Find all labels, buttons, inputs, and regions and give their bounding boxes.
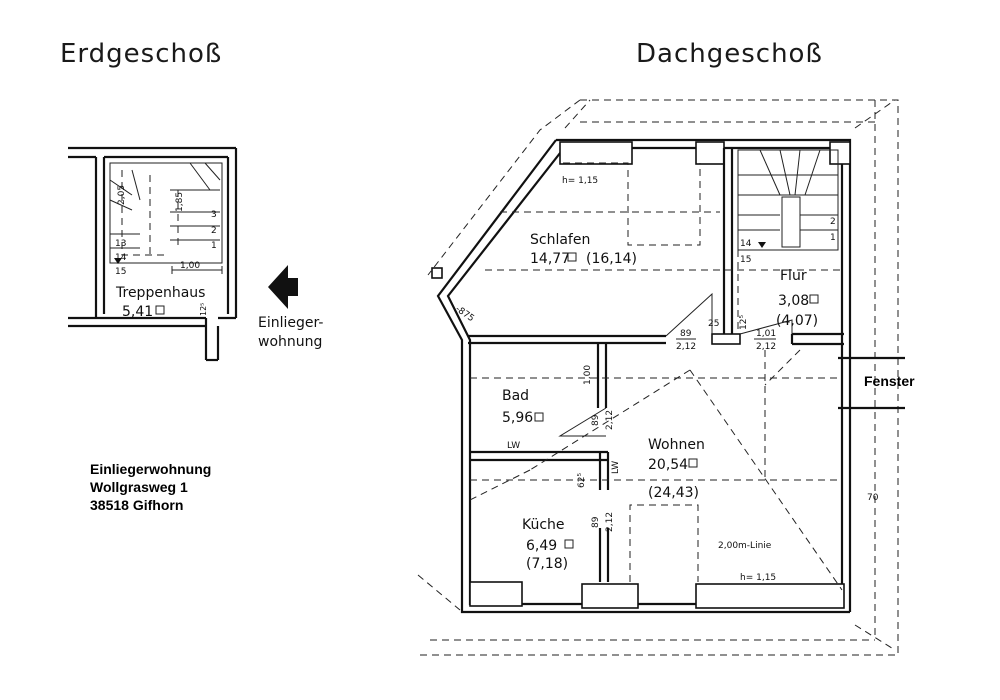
sqm-symbol xyxy=(809,294,819,304)
door1-width: 89 xyxy=(680,329,692,339)
ceiling-height-bottom: h= 1,15 xyxy=(740,573,776,583)
door2-height: 2,12 xyxy=(756,342,776,352)
address-line3: 38518 Gifhorn xyxy=(90,497,183,513)
gf-step-15: 15 xyxy=(115,267,126,277)
stair-arrow-icon xyxy=(758,242,766,248)
ground-floor-title: Erdgeschoß xyxy=(60,39,222,69)
ground-floor-plan xyxy=(68,146,238,362)
attic-floor-title: Dachgeschoß xyxy=(636,39,823,69)
lw-label-2: LW xyxy=(611,461,621,474)
kueche-area: 6,49 xyxy=(526,538,557,554)
schlafen-area-total: (16,14) xyxy=(586,251,637,267)
fenster-label: Fenster xyxy=(864,373,915,389)
wall-62: 62⁵ xyxy=(577,473,587,488)
treppenhaus-area: 5,41 xyxy=(122,304,153,320)
gf-step-3: 3 xyxy=(211,210,217,220)
stair-arrow-icon xyxy=(114,258,122,264)
sqm-symbol xyxy=(688,458,698,468)
lw-label-1: LW xyxy=(507,441,520,451)
dim-875: -875 xyxy=(453,304,475,324)
sqm-symbol xyxy=(567,252,577,262)
ceiling-height-top: h= 1,15 xyxy=(562,176,598,186)
stair-dim-b: 1,85 xyxy=(175,192,185,212)
wall-25: 25 xyxy=(708,319,719,329)
gf-step-2: 2 xyxy=(211,226,217,236)
kueche-door-width: 89 xyxy=(591,516,601,528)
sqm-symbol xyxy=(564,539,574,549)
attic-step-1: 1 xyxy=(830,233,836,243)
attic-step-2: 2 xyxy=(830,217,836,227)
wohnen-area: 20,54 xyxy=(648,457,688,473)
schlafen-area: 14,77 xyxy=(530,251,570,267)
flur-area-total: (4,07) xyxy=(776,313,818,329)
address-line1: Einliegerwohnung xyxy=(90,461,211,477)
bad-label: Bad xyxy=(502,388,529,404)
address-line2: Wollgrasweg 1 xyxy=(90,479,188,495)
kueche-door-height: 2,12 xyxy=(605,512,615,532)
gf-step-13: 13 xyxy=(115,239,126,249)
left-arrow-icon xyxy=(268,265,298,309)
stair-width-dim: 1,00 xyxy=(180,261,200,271)
wohnen-label: Wohnen xyxy=(648,437,705,453)
sqm-symbol xyxy=(155,305,165,315)
kueche-label: Küche xyxy=(522,517,565,533)
wohnen-area-total: (24,43) xyxy=(648,485,699,501)
gf-wall-mark: 12⁵ xyxy=(199,303,208,316)
dim-70: 70 xyxy=(867,493,879,503)
flur-area: 3,08 xyxy=(778,293,809,309)
schlafen-label: Schlafen xyxy=(530,232,590,248)
bad-width-dim: 1,00 xyxy=(583,365,593,385)
kueche-area-total: (7,18) xyxy=(526,556,568,572)
wall-12: 12⁵ xyxy=(739,315,749,330)
bad-door-height: 2,12 xyxy=(605,410,615,430)
arrow-label-line1: Einlieger- xyxy=(258,315,323,331)
attic-floor-plan xyxy=(417,99,905,656)
door1-height: 2,12 xyxy=(676,342,696,352)
sqm-symbol xyxy=(534,412,544,422)
attic-step-15: 15 xyxy=(740,255,751,265)
treppenhaus-label: Treppenhaus xyxy=(115,285,205,301)
flur-label: Flur xyxy=(780,268,807,284)
bad-area: 5,96 xyxy=(502,410,533,426)
two-meter-line-label: 2,00m-Linie xyxy=(718,541,772,551)
arrow-label-line2: wohnung xyxy=(258,334,322,350)
attic-step-14: 14 xyxy=(740,239,752,249)
door2-width: 1,01 xyxy=(756,329,776,339)
stair-dim-a: 2,05 xyxy=(117,185,127,205)
gf-step-1: 1 xyxy=(211,241,217,251)
bad-door-width: 89 xyxy=(591,414,601,426)
